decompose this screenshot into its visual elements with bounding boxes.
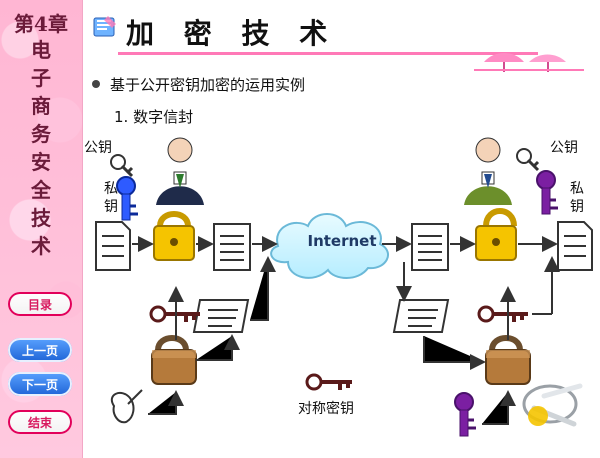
decrypt-open-lock-icon bbox=[475, 208, 517, 261]
vertical-course-title: 电 子 商 务 安 全 技 术 bbox=[24, 36, 58, 260]
vertical-char: 技 bbox=[31, 206, 51, 230]
left-user bbox=[156, 137, 204, 205]
vertical-char: 子 bbox=[31, 66, 51, 90]
encrypt-lock-icon bbox=[153, 211, 195, 261]
content: 加 密 技 术 基于公开密钥加密的运用实例 1. 数字信封 bbox=[82, 0, 600, 458]
title-underline bbox=[118, 52, 538, 55]
symmetric-key-left-icon bbox=[149, 305, 200, 323]
private-key-lock-right-icon bbox=[485, 335, 531, 385]
plaintext-document-left-icon bbox=[95, 221, 131, 271]
next-page-label: 下一页 bbox=[21, 377, 58, 392]
bullet-text: 基于公开密钥加密的运用实例 bbox=[92, 74, 305, 95]
internet-label: Internet bbox=[307, 232, 377, 250]
end-button-label: 结束 bbox=[27, 415, 52, 430]
page-title: 加 密 技 术 bbox=[126, 17, 338, 50]
symmetric-key-center-icon bbox=[305, 373, 352, 391]
chapter-label: 第4章 bbox=[14, 12, 68, 36]
right-public-key-icon bbox=[516, 148, 540, 172]
internet-cloud bbox=[270, 213, 389, 279]
section-heading: 1. 数字信封 bbox=[114, 108, 194, 126]
prev-page-button[interactable]: 上一页 bbox=[8, 338, 72, 362]
toc-button-label: 目录 bbox=[27, 297, 52, 312]
end-button[interactable]: 结束 bbox=[8, 410, 72, 434]
vertical-char: 术 bbox=[31, 234, 51, 258]
toc-button[interactable]: 目录 bbox=[8, 292, 72, 316]
symmetric-key-label: 对称密钥 bbox=[298, 401, 354, 417]
symmetric-key-right-icon bbox=[477, 305, 528, 323]
receiver-private-key-bottom-icon bbox=[454, 392, 476, 437]
ciphertext-document-left-icon bbox=[213, 223, 251, 271]
encrypted-key-envelope-left-icon bbox=[192, 299, 250, 333]
prev-page-label: 上一页 bbox=[21, 343, 58, 358]
ciphertext-document-right-icon bbox=[411, 223, 449, 271]
next-page-button[interactable]: 下一页 bbox=[8, 372, 72, 396]
sender-hand-key-icon bbox=[111, 389, 143, 424]
left-private-key-char: 钥 bbox=[104, 199, 118, 215]
right-private-key-char: 钥 bbox=[570, 199, 584, 215]
right-private-key-char: 私 bbox=[570, 181, 584, 197]
bullet-label: 基于公开密钥加密的运用实例 bbox=[110, 76, 306, 94]
sidebar: 第4章 电 子 商 务 安 全 技 术 目录 上一页 下一页 结束 bbox=[0, 0, 83, 458]
vertical-char: 全 bbox=[31, 178, 51, 202]
right-private-key-label: 私 钥 bbox=[570, 180, 584, 216]
public-key-lock-left-icon bbox=[151, 335, 197, 385]
plaintext-document-right-icon bbox=[557, 221, 593, 271]
right-public-key-label: 公钥 bbox=[550, 140, 578, 156]
left-private-key-label: 私 钥 bbox=[104, 180, 118, 216]
encrypted-key-envelope-right-icon bbox=[392, 299, 450, 333]
left-private-key-icon bbox=[116, 176, 138, 221]
title-book-icon bbox=[93, 16, 116, 37]
right-user bbox=[464, 137, 512, 205]
vertical-char: 安 bbox=[31, 150, 51, 174]
digital-envelope-diagram bbox=[95, 137, 593, 437]
vertical-char: 务 bbox=[31, 122, 51, 146]
vertical-char: 商 bbox=[31, 94, 51, 118]
left-public-key-icon bbox=[110, 154, 134, 178]
bullet-icon bbox=[92, 80, 100, 88]
right-private-key-icon bbox=[536, 170, 558, 215]
left-private-key-char: 私 bbox=[104, 181, 118, 197]
left-public-key-label: 公钥 bbox=[84, 140, 112, 156]
vertical-char: 电 bbox=[31, 38, 51, 62]
keyring-decoration-icon bbox=[522, 383, 583, 427]
umbrella-decoration-icon bbox=[474, 53, 584, 72]
